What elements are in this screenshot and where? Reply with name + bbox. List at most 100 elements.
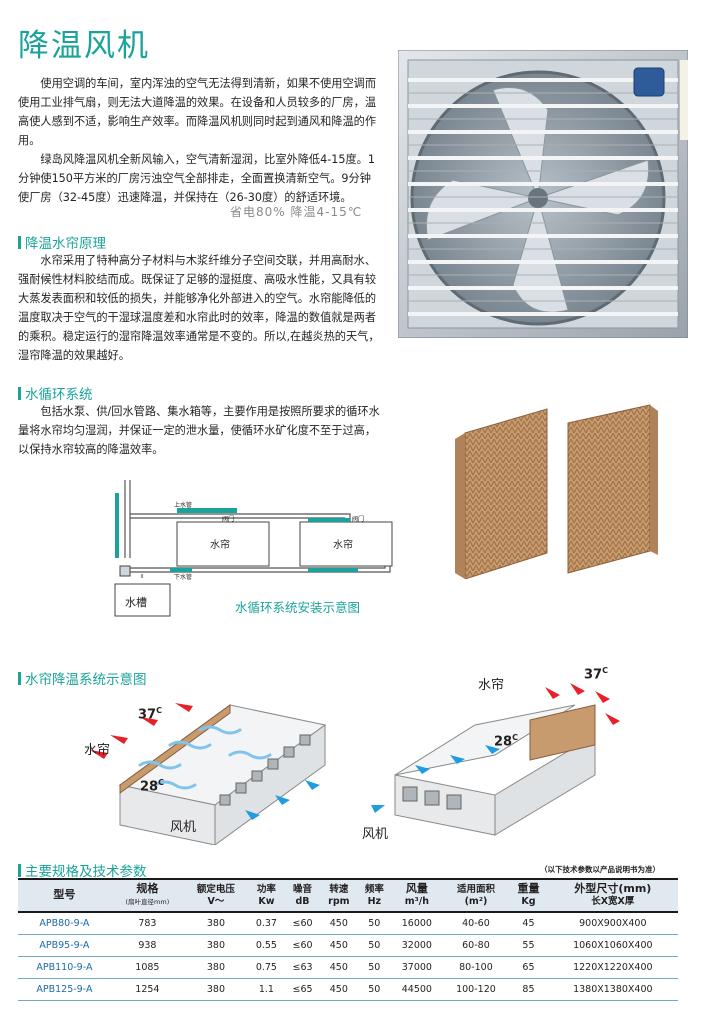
cell: ≤60 (284, 912, 321, 935)
cell: 0.55 (247, 934, 285, 957)
cell: 783 (110, 912, 184, 935)
cell: 16000 (391, 912, 443, 935)
saving-tagline: 省电80% 降温4-15℃ (230, 205, 363, 219)
cooling-pad-image-2 (567, 404, 658, 574)
cell: 380 (183, 934, 248, 957)
intro-text: 使用空调的车间，室内浑浊的空气无法得到清新，如果不使用空调而使用工业排气扇，则无… (18, 74, 380, 207)
cell-model: APB110-9-A (18, 956, 111, 979)
cell: 45 (509, 912, 548, 935)
cell-model: APB95-9-A (18, 934, 111, 957)
section-heading-water-label: 水循环系统 (25, 387, 93, 403)
cell: 80-100 (442, 956, 510, 979)
cell: ≤65 (284, 978, 321, 1001)
cell: 32000 (391, 934, 443, 957)
water-paragraph: 包括水泵、供/回水管路、集水箱等，主要作用是按照所要求的循环水量将水帘均匀湿润，… (18, 405, 380, 456)
intro-paragraph-2: 绿岛风降温风机全新风输入，空气清新湿润，比室外降低4-15度。1分钟使150平方… (18, 153, 375, 204)
water-circuit-diagram (114, 480, 393, 617)
cell-model: APB80-9-A (18, 912, 111, 935)
left-fan-label: 风机 (170, 820, 197, 835)
right-cool-temp: 28C (494, 733, 518, 749)
cell: 380 (183, 978, 248, 1001)
right-cool-temp-unit: C (512, 733, 518, 742)
right-hot-temp-unit: C (602, 666, 608, 675)
heading-bar (18, 386, 21, 400)
cell: 450 (320, 934, 358, 957)
specs-note: （以下技术参数以产品说明书为准） (540, 865, 660, 874)
header-area: 适用面积(m²) (442, 878, 510, 913)
section-heading-curtain-label: 降温水帘原理 (25, 236, 106, 252)
cell: 50 (357, 978, 392, 1001)
cell: 60-80 (442, 934, 510, 957)
valve-label-1: 阀门 (222, 516, 235, 523)
table-row: APB125-9-A 1254 380 1.1 ≤65 450 50 44500… (18, 978, 678, 1001)
valve-label-2: 阀门 (352, 516, 365, 523)
left-cool-temp: 28C (140, 778, 164, 794)
lower-pipe-label: 下水管 (174, 574, 193, 581)
header-dimensions: 外型尺寸(mm)长X宽X厚 (547, 878, 678, 913)
table-row: APB110-9-A 1085 380 0.75 ≤63 450 50 3700… (18, 956, 678, 979)
left-hot-temp: 37C (138, 706, 162, 722)
left-cool-temp-value: 28 (140, 779, 159, 795)
cell: 938 (110, 934, 184, 957)
section-heading-system-label: 水帘降温系统示意图 (25, 672, 147, 688)
cell: 50 (357, 912, 392, 935)
heading-bar (18, 863, 21, 877)
cell: 85 (509, 978, 548, 1001)
cell: 0.37 (247, 912, 285, 935)
curtain-label-1: 水帘 (210, 540, 230, 551)
page-title: 降温风机 (18, 28, 150, 64)
section-heading-water: 水循环系统 (18, 383, 93, 403)
cell-model: APB125-9-A (18, 978, 111, 1001)
right-cool-temp-value: 28 (494, 734, 513, 750)
cell: 37000 (391, 956, 443, 979)
cell: 900X900X400 (547, 912, 678, 935)
cell: 55 (509, 934, 548, 957)
cell: 1085 (110, 956, 184, 979)
right-hot-temp-value: 37 (584, 667, 603, 683)
left-hot-temp-unit: C (156, 706, 162, 715)
tank-label: 水槽 (125, 596, 147, 609)
curtain-paragraph: 水帘采用了特种高分子材料与木浆纤维分子空间交联，并用高耐水、强耐候性材料胶结而成… (18, 254, 380, 362)
table-row: APB95-9-A 938 380 0.55 ≤60 450 50 32000 … (18, 934, 678, 957)
cell: 450 (320, 956, 358, 979)
section-heading-curtain: 降温水帘原理 (18, 232, 106, 252)
cooling-diagram-right (371, 683, 620, 836)
section-heading-specs: 主要规格及技术参数 (18, 860, 147, 880)
cell: 50 (357, 956, 392, 979)
section-heading-system: 水帘降温系统示意图 (18, 668, 147, 688)
cell: 100-120 (442, 978, 510, 1001)
cell: ≤60 (284, 934, 321, 957)
right-hot-temp: 37C (584, 666, 608, 682)
intro-paragraph-1: 使用空调的车间，室内浑浊的空气无法得到清新，如果不使用空调而使用工业排气扇，则无… (18, 77, 377, 147)
curtain-label-2: 水帘 (333, 540, 353, 551)
cell: 1254 (110, 978, 184, 1001)
upper-pipe-label: 上水管 (174, 502, 193, 509)
heading-bar (18, 671, 21, 685)
section-text-water: 包括水泵、供/回水管路、集水箱等，主要作用是按照所要求的循环水量将水帘均匀湿润，… (18, 402, 383, 459)
cell: 1060X1060X400 (547, 934, 678, 957)
cell: 1.1 (247, 978, 285, 1001)
cell: 44500 (391, 978, 443, 1001)
cooling-diagram-left (90, 703, 327, 845)
cell: 65 (509, 956, 548, 979)
left-curtain-label: 水帘 (84, 743, 111, 758)
cell: ≤63 (284, 956, 321, 979)
table-row: APB80-9-A 783 380 0.37 ≤60 450 50 16000 … (18, 912, 678, 935)
cell: 0.75 (247, 956, 285, 979)
heading-bar (18, 235, 21, 249)
fan-image (398, 50, 688, 338)
water-diagram-caption: 水循环系统安装示意图 (235, 600, 361, 615)
cell: 50 (357, 934, 392, 957)
section-text-curtain: 水帘采用了特种高分子材料与木浆纤维分子空间交联，并用高耐水、强耐候性材料胶结而成… (18, 251, 383, 365)
cell: 1380X1380X400 (547, 978, 678, 1001)
section-heading-specs-label: 主要规格及技术参数 (25, 864, 147, 880)
cell: 450 (320, 978, 358, 1001)
cell: 380 (183, 956, 248, 979)
